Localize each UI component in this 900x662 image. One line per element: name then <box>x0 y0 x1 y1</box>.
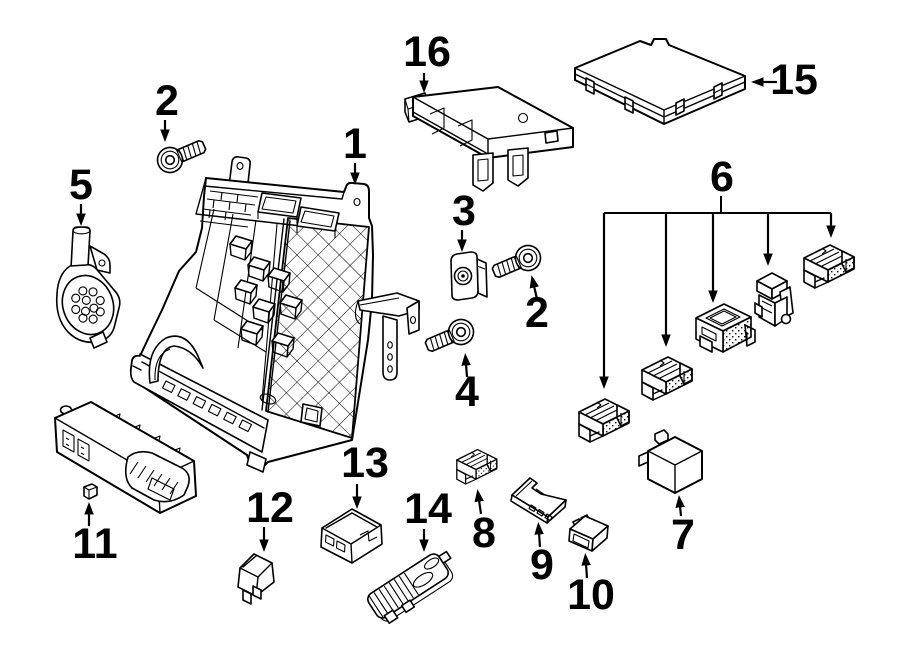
callout-arrows <box>76 73 777 579</box>
callout-9-label: 9 <box>530 541 554 589</box>
part-retainer-clip-grommet <box>450 251 488 301</box>
callout-15-label: 15 <box>770 56 818 104</box>
callout-labels: 1 2 2 3 4 5 6 7 8 9 10 11 12 13 14 15 16 <box>69 28 818 619</box>
callout-3-label: 3 <box>452 187 476 235</box>
part-connector-set <box>578 196 855 443</box>
callout-8-label: 8 <box>472 509 496 557</box>
part-control-unit-module <box>404 86 574 192</box>
callout-14-label: 14 <box>404 485 452 533</box>
callout-6-bracket <box>604 196 831 214</box>
arrow-8 <box>474 489 484 515</box>
callout-10-label: 10 <box>567 571 615 619</box>
part-multi-pin-grommet-connector <box>55 226 121 349</box>
part-connector-housing <box>320 508 383 564</box>
part-ribbed-bracket <box>367 550 454 625</box>
part-relay-cube <box>638 429 703 494</box>
connector-6d <box>754 272 794 327</box>
part-module-cover <box>574 38 746 125</box>
callout-11-label: 11 <box>72 520 117 568</box>
part-small-connector <box>568 514 609 552</box>
part-connector-block <box>510 477 567 524</box>
arrow-9 <box>534 522 544 548</box>
callout-1-label: 1 <box>343 120 367 168</box>
part-fuse-relay-box-bracket-assembly <box>129 156 420 473</box>
arrow-10 <box>581 553 591 579</box>
part-fuse <box>237 553 275 605</box>
arrow-7 <box>675 495 685 517</box>
arrow-2-middle <box>529 275 539 300</box>
callout-13-label: 13 <box>341 439 389 487</box>
hatched-panel <box>265 217 370 439</box>
callout-2-upper-label: 2 <box>155 77 179 125</box>
callout-5-label: 5 <box>69 161 93 209</box>
callout-4-label: 4 <box>455 368 479 416</box>
arrow-4 <box>461 353 471 378</box>
part-control-module <box>54 401 197 514</box>
callout-12-label: 12 <box>246 484 294 532</box>
callout-7-label: 7 <box>671 511 695 559</box>
callout-2-middle-label: 2 <box>525 289 549 337</box>
connector-6c <box>695 303 756 353</box>
callout-16-label: 16 <box>403 28 451 76</box>
callout-6-label: 6 <box>710 153 734 201</box>
